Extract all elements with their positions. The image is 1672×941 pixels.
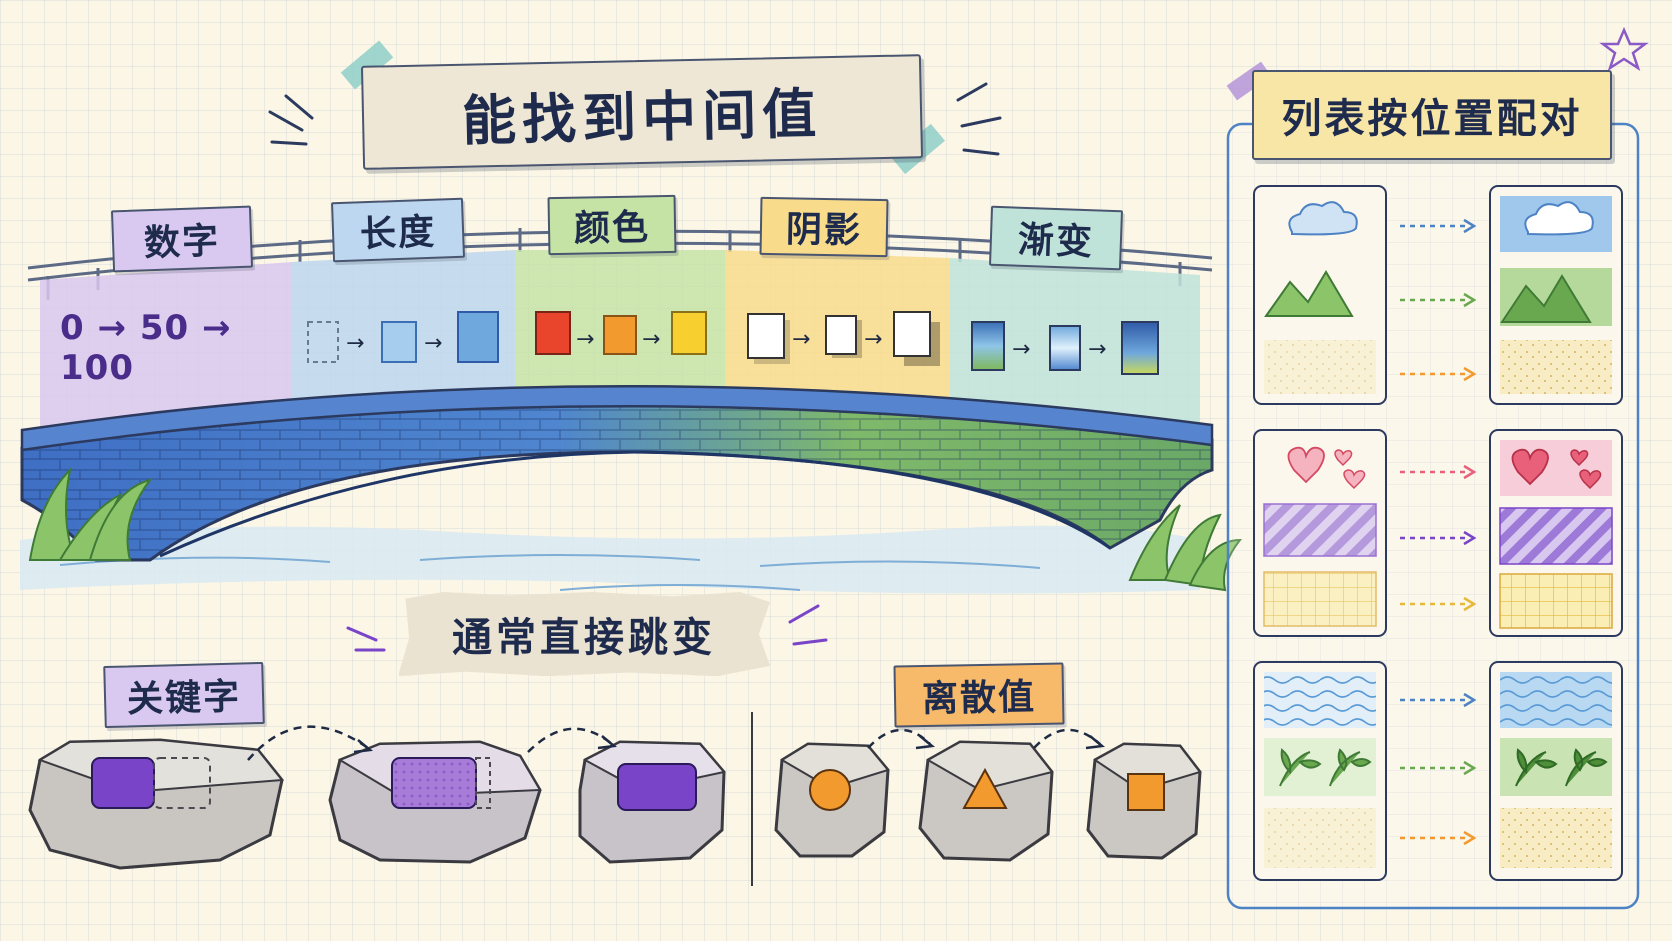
mountain-icon [1264, 270, 1354, 317]
svg-text:→: → [642, 327, 660, 352]
page-title: 能找到中间值 [360, 54, 924, 170]
subtitle-sparks [346, 604, 828, 652]
svg-text:→: → [424, 331, 442, 356]
pair-group-3 [1253, 661, 1623, 881]
discrete-values-label: 离散值 [893, 662, 1065, 728]
heart-icon [1287, 446, 1325, 484]
stage-label-number: 数字 [110, 205, 254, 273]
stone-group-keywords [28, 725, 726, 870]
list-panel-title: 列表按位置配对 [1252, 70, 1612, 160]
bridge-arch [20, 384, 1214, 562]
stripes-pattern [1263, 503, 1377, 557]
gradient-shapes [971, 321, 1159, 375]
square-shape [1127, 773, 1165, 811]
pair-group-2 [1253, 429, 1623, 637]
grid-pattern [1263, 571, 1377, 627]
triangle-shape [962, 767, 1008, 809]
stage-label-gradient: 渐变 [988, 205, 1124, 271]
shadow-shapes [747, 311, 940, 366]
cloud-icon [1288, 201, 1358, 236]
stage-label-color: 颜色 [547, 194, 677, 256]
keyword-box-half [391, 757, 477, 809]
length-shapes [307, 311, 499, 363]
number-sequence: 0 → 50 → 100 [60, 308, 232, 388]
circle-shape [809, 769, 851, 811]
leaf-pattern [1264, 738, 1376, 796]
svg-text:→: → [346, 331, 364, 356]
stage-label-shadow: 阴影 [759, 196, 889, 258]
svg-text:→: → [792, 327, 810, 352]
grass [28, 466, 1243, 592]
keyword-box-full [91, 757, 155, 809]
pair-group-1 [1253, 185, 1623, 405]
star-icon [1599, 26, 1649, 71]
stage-arrows: → → → → → → → → [346, 327, 1106, 362]
stone-group-discrete [774, 728, 1202, 862]
keywords-label: 关键字 [103, 661, 265, 729]
stage-label-length: 长度 [330, 197, 466, 263]
svg-text:→: → [864, 327, 882, 352]
subtitle: 通常直接跳变 [398, 592, 770, 676]
title-sparks [268, 82, 1002, 156]
svg-text:→: → [576, 327, 594, 352]
svg-text:→: → [1088, 337, 1106, 362]
river [20, 525, 1200, 594]
keyword-box-end [617, 763, 697, 811]
svg-text:→: → [1012, 337, 1030, 362]
color-shapes [535, 311, 707, 355]
